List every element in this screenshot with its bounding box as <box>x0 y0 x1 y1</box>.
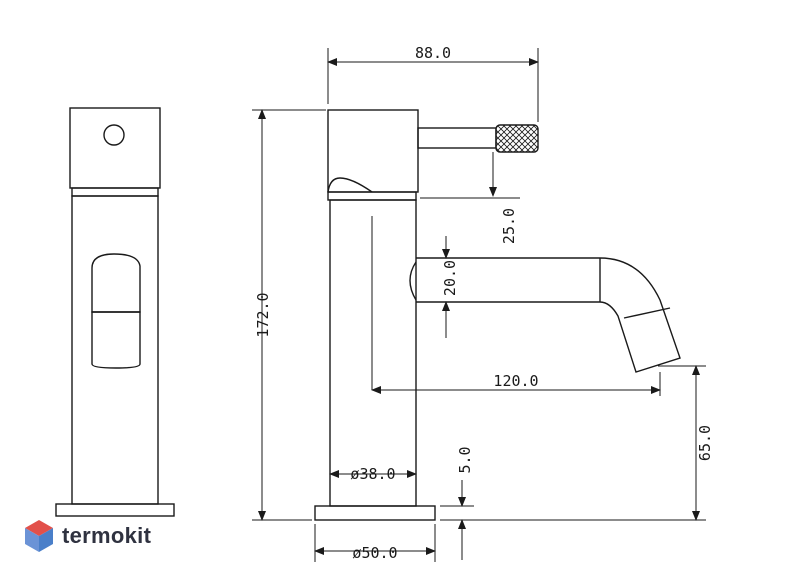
dim-spout-diameter: 20.0 <box>441 260 459 296</box>
knurled-grip <box>495 124 539 153</box>
side-view <box>314 109 681 521</box>
side-base <box>314 505 436 521</box>
termokit-logo: termokit <box>24 516 151 556</box>
front-spout-top <box>91 253 141 313</box>
spout-joint <box>409 261 417 301</box>
cube-logo-icon <box>25 520 53 552</box>
dimension-labels: 88.0 25.0 172.0 20.0 120.0 65.0 ø38.0 5.… <box>254 44 714 562</box>
front-handle-pin <box>103 124 125 146</box>
dim-base-thickness: 5.0 <box>456 446 474 473</box>
dim-width-top: 88.0 <box>415 44 451 62</box>
side-collar <box>327 191 417 201</box>
front-view <box>55 107 175 517</box>
front-handle-block <box>69 107 161 189</box>
dim-base-diameter: ø50.0 <box>352 544 397 562</box>
spout-aerator-line <box>623 307 671 319</box>
dimension-lines <box>252 48 706 562</box>
dim-body-diameter: ø38.0 <box>350 465 395 483</box>
lever-stem <box>417 127 497 149</box>
side-handle-block <box>327 109 419 193</box>
side-handle-curve <box>339 177 373 193</box>
front-body <box>71 195 159 505</box>
side-body <box>329 199 417 507</box>
dim-height-total: 172.0 <box>254 292 272 337</box>
dim-spout-reach: 120.0 <box>493 372 538 390</box>
dim-outlet-height: 65.0 <box>696 425 714 461</box>
dim-handle-drop: 25.0 <box>500 208 518 244</box>
logo-text: termokit <box>62 523 152 548</box>
collar-left-curve <box>327 177 341 193</box>
spout <box>416 257 681 373</box>
front-collar <box>71 187 159 197</box>
front-spout-tip <box>91 311 141 369</box>
front-base <box>55 503 175 517</box>
